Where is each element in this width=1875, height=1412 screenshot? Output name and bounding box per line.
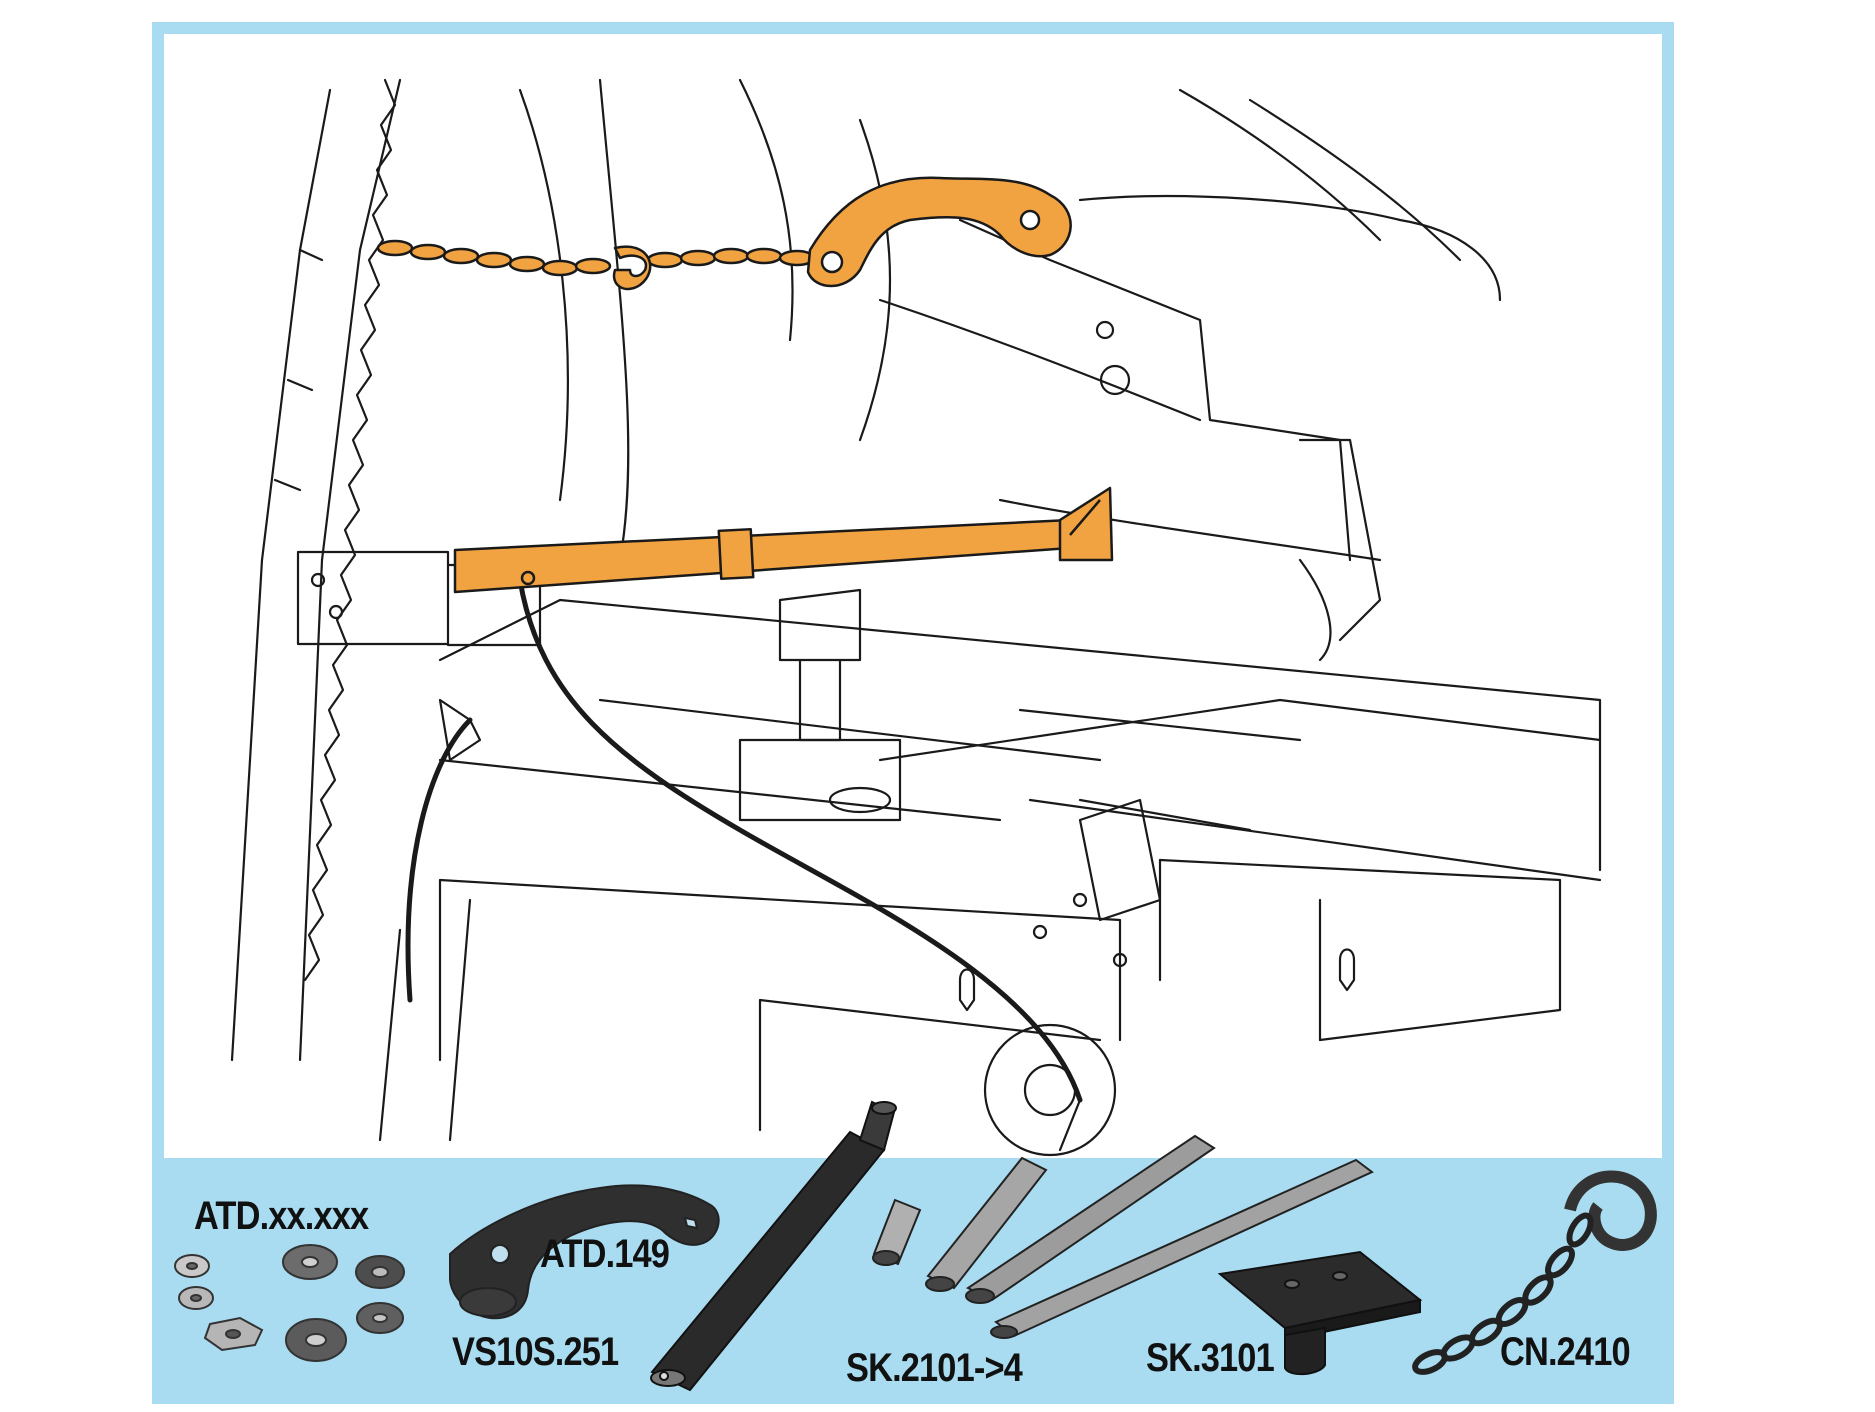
repair-bench	[438, 598, 1602, 882]
tower-post	[230, 88, 332, 1062]
tower-rack	[303, 78, 397, 982]
part-label-vs10s-251: VS10S.251	[452, 1330, 619, 1374]
highlighted-tools	[376, 176, 1114, 594]
hydraulic-hose	[517, 577, 1083, 1103]
sill-clamp	[778, 588, 862, 742]
part-label-sk-2101: SK.2101->4	[846, 1346, 1023, 1390]
part-label-cn-2410: CN.2410	[1500, 1330, 1631, 1374]
ram-cylinder-icon	[650, 1100, 897, 1392]
car-body	[518, 78, 630, 562]
part-label-atd-149: ATD.149	[540, 1232, 670, 1276]
part-label-sk-3101: SK.3101	[1146, 1336, 1275, 1380]
bench-wheel	[983, 1023, 1117, 1157]
adapter-discs-icon	[174, 1244, 405, 1362]
hook-clamp-icon	[806, 176, 1072, 288]
parts-strip	[174, 1100, 1657, 1392]
push-ram-icon	[453, 486, 1114, 594]
tower-collar	[296, 550, 450, 646]
base-plate-icon	[1217, 1250, 1423, 1376]
vehicle-illustration	[230, 78, 1602, 1157]
hook-bracket-icon	[449, 1184, 720, 1320]
chain-hook-icon	[1412, 1170, 1657, 1375]
pull-chain-icon	[376, 239, 816, 291]
extension-tubes-icon	[872, 1134, 1374, 1339]
part-label-atd-xx: ATD.xx.xxx	[194, 1194, 369, 1238]
